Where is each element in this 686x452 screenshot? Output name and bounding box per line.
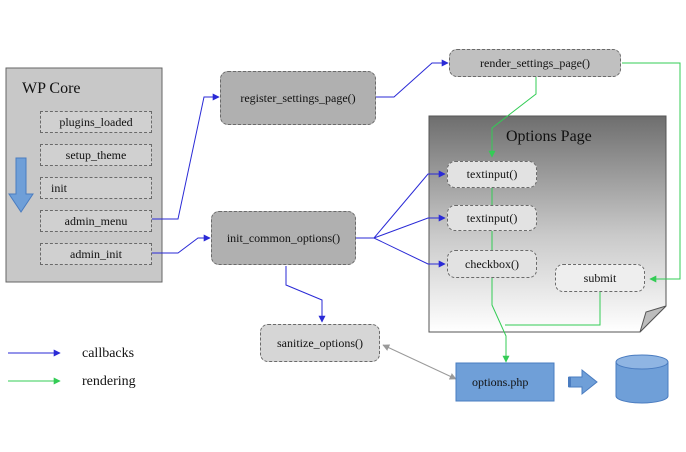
- submit-button[interactable]: submit: [555, 264, 645, 292]
- callback-arrow-admin-menu: [152, 93, 220, 220]
- hook-init[interactable]: init: [40, 177, 152, 199]
- callback-arrow-admin-init: [152, 234, 211, 254]
- callback-arrow-sanitize: [285, 266, 326, 323]
- right-arrow-icon: [568, 368, 598, 396]
- hook-admin-menu[interactable]: admin_menu: [40, 210, 152, 232]
- options-php-label: options.php: [472, 375, 529, 389]
- options-page-title: Options Page: [506, 128, 592, 145]
- render-arrow-to-textinput: [488, 77, 537, 158]
- down-arrow-icon: [8, 157, 34, 213]
- render-arrow-to-options-php: [491, 278, 510, 363]
- textinput-field-2[interactable]: textinput(): [447, 205, 537, 231]
- render-settings-page-box[interactable]: render_settings_page(): [449, 49, 621, 77]
- sanitize-options-php-arrow: [382, 344, 457, 380]
- hook-plugins-loaded[interactable]: plugins_loaded: [40, 111, 152, 133]
- legend-rendering-label: rendering: [82, 374, 136, 389]
- legend-callbacks-label: callbacks: [82, 346, 135, 361]
- textinput-field-1[interactable]: textinput(): [447, 161, 537, 188]
- render-arrow-to-submit: [622, 62, 681, 283]
- hook-admin-init[interactable]: admin_init: [40, 243, 152, 265]
- render-link-submit: [505, 292, 601, 326]
- callback-arrow-checkbox: [356, 237, 446, 268]
- checkbox-field[interactable]: checkbox(): [447, 250, 537, 278]
- callback-arrow-render: [376, 59, 449, 98]
- init-common-options-box[interactable]: init_common_options(): [211, 211, 356, 265]
- wp-core-title: WP Core: [22, 80, 81, 97]
- hook-setup-theme[interactable]: setup_theme: [40, 144, 152, 166]
- database-icon: [615, 354, 669, 404]
- sanitize-options-box[interactable]: sanitize_options(): [260, 324, 380, 362]
- options-php-box: [455, 362, 555, 402]
- register-settings-page-box[interactable]: register_settings_page(): [220, 71, 376, 125]
